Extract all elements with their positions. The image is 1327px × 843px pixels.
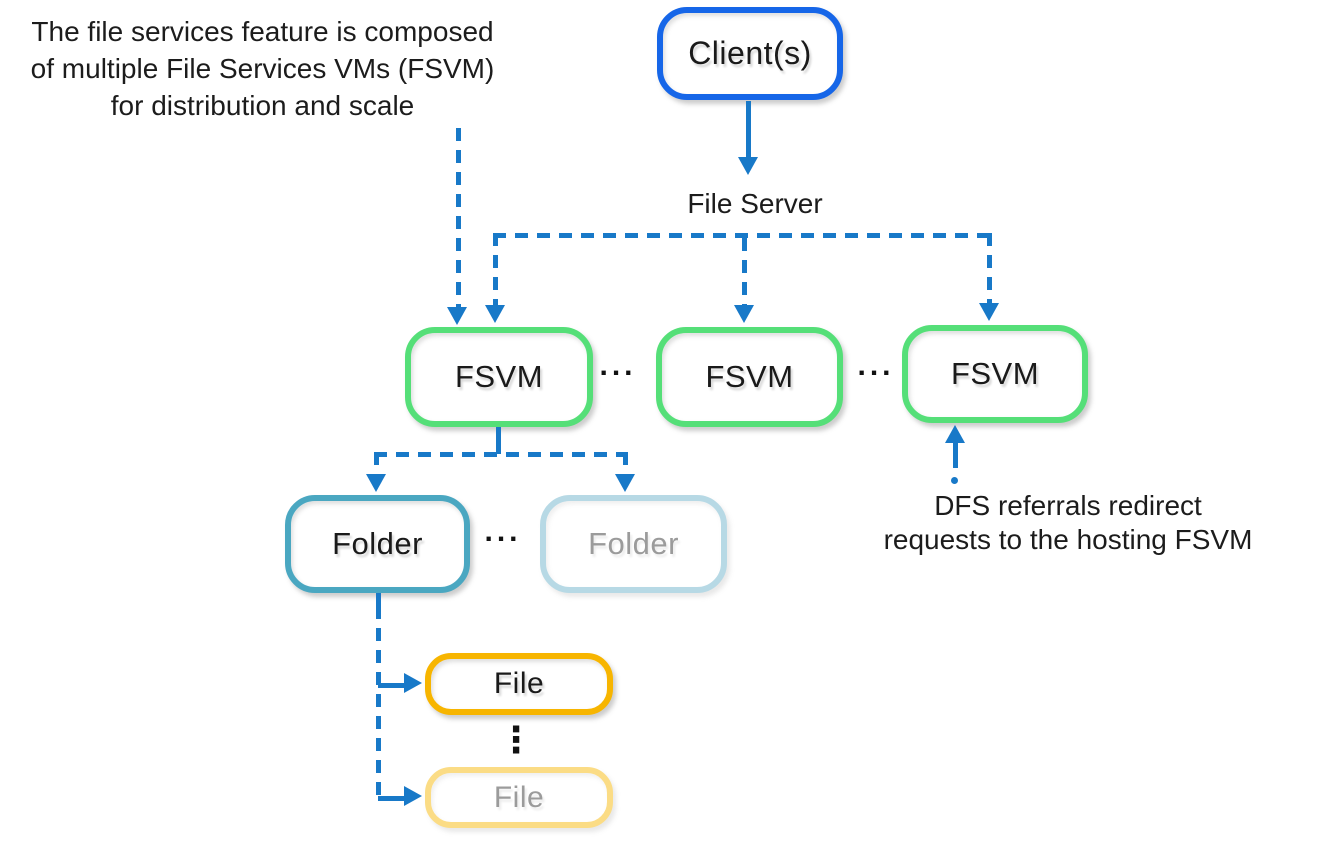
file-primary-elbow-line bbox=[378, 683, 407, 688]
client-node: Client(s) bbox=[657, 7, 843, 100]
file-node-secondary: File bbox=[425, 767, 613, 828]
folder-node-primary-label: Folder bbox=[332, 526, 423, 561]
fsvm-node-left-label: FSVM bbox=[454, 359, 544, 394]
annotation-composed-line1: The file services feature is composed bbox=[31, 16, 494, 47]
ellipsis-between-fsvm-1: ... bbox=[599, 349, 637, 382]
fsvm-node-right: FSVM bbox=[902, 325, 1088, 423]
folders-branch-right-arrowhead-icon bbox=[615, 474, 635, 492]
folders-branch-left-drop bbox=[374, 452, 379, 476]
folder-node-secondary: Folder bbox=[540, 495, 727, 593]
folder-node-secondary-label: Folder bbox=[588, 526, 679, 561]
fileserver-branch-right-drop bbox=[987, 233, 992, 305]
annotation-dfs-line2: requests to the hosting FSVM bbox=[883, 524, 1253, 555]
folder-node-primary: Folder bbox=[285, 495, 470, 593]
fsvm-node-left: FSVM bbox=[405, 327, 593, 427]
fileserver-branch-right-arrowhead-icon bbox=[979, 303, 999, 321]
fileserver-branch-horizontal-line bbox=[493, 233, 992, 238]
ellipsis-between-fsvm-2: ... bbox=[857, 349, 895, 382]
ellipsis-between-folders: ... bbox=[484, 515, 522, 548]
annotation-composed-line2: of multiple File Services VMs (FSVM) bbox=[30, 53, 495, 84]
fileserver-branch-middle-drop bbox=[742, 238, 747, 307]
file-node-primary-label: File bbox=[493, 667, 545, 700]
file-secondary-arrowhead-icon bbox=[404, 786, 422, 806]
files-branch-vertical-line bbox=[376, 606, 381, 802]
fsvm-node-right-label: FSVM bbox=[950, 356, 1040, 391]
client-node-label: Client(s) bbox=[688, 35, 812, 71]
annotation-composed-line3: for distribution and scale bbox=[110, 90, 415, 121]
fsvm-node-middle: FSVM bbox=[656, 327, 843, 427]
client-to-fileserver-line bbox=[746, 101, 751, 159]
fsvm-to-folders-stub-line bbox=[496, 427, 501, 454]
fileserver-branch-left-drop bbox=[493, 233, 498, 307]
fileserver-branch-middle-arrowhead-icon bbox=[734, 305, 754, 323]
file-secondary-elbow-line bbox=[378, 796, 407, 801]
dfs-arrow-line bbox=[953, 441, 958, 468]
file-node-primary: File bbox=[425, 653, 613, 715]
annotation-composed: The file services feature is composed of… bbox=[0, 13, 525, 124]
folders-branch-left-arrowhead-icon bbox=[366, 474, 386, 492]
annotation-arrowhead-icon bbox=[447, 307, 467, 325]
annotation-dashed-connector bbox=[456, 128, 461, 309]
dfs-arrow-dot bbox=[951, 477, 958, 484]
file-primary-arrowhead-icon bbox=[404, 673, 422, 693]
fileserver-branch-left-arrowhead-icon bbox=[485, 305, 505, 323]
client-to-fileserver-arrowhead-icon bbox=[738, 157, 758, 175]
annotation-dfs: DFS referrals redirect requests to the h… bbox=[828, 489, 1308, 557]
file-server-label: File Server bbox=[687, 188, 823, 219]
ellipsis-between-files: ⋮ bbox=[498, 719, 534, 760]
annotation-dfs-line1: DFS referrals redirect bbox=[934, 490, 1202, 521]
folders-branch-right-drop bbox=[623, 452, 628, 476]
dfs-arrowhead-icon bbox=[945, 425, 965, 443]
folder-to-files-stub-line bbox=[376, 593, 381, 606]
fsvm-node-middle-label: FSVM bbox=[705, 359, 794, 394]
file-node-secondary-label: File bbox=[493, 780, 545, 814]
folders-branch-horizontal-line bbox=[374, 452, 628, 457]
